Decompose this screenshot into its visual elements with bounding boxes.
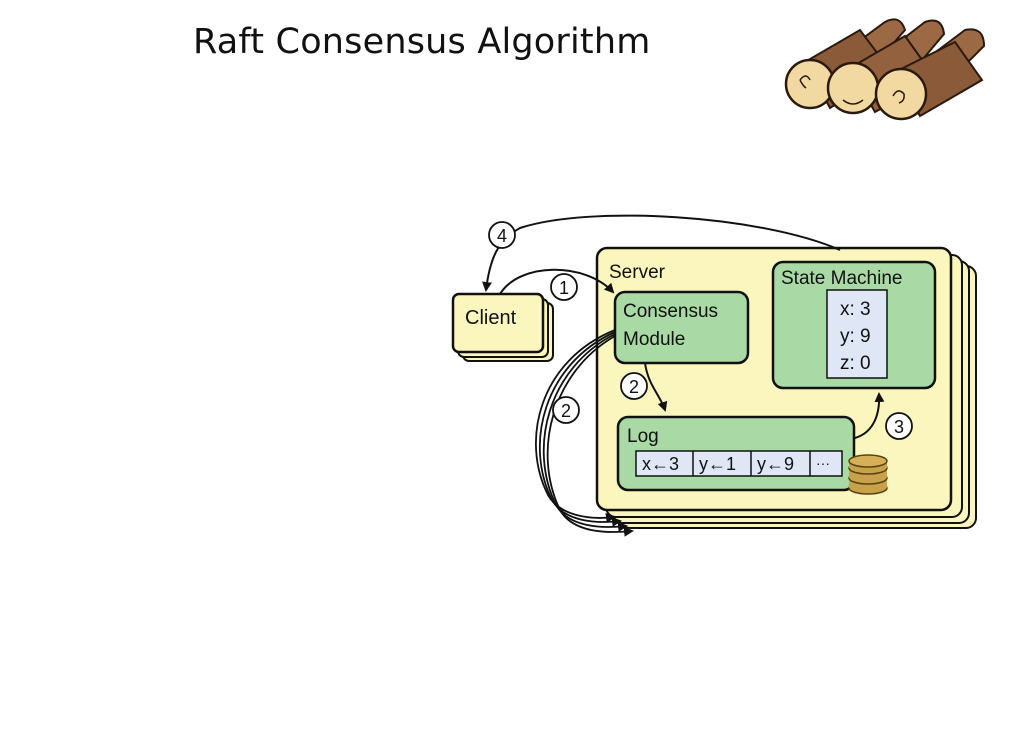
page-title: Raft Consensus Algorithm — [193, 22, 651, 62]
server-label: Server — [609, 262, 666, 283]
client-box: Client — [451, 292, 554, 362]
disk-stack-icon — [848, 454, 888, 495]
svg-text:1: 1 — [559, 278, 569, 298]
step-1-badge: 1 — [550, 273, 578, 301]
client-label: Client — [465, 307, 517, 329]
consensus-module: Consensus Module — [613, 290, 750, 365]
log-label: Log — [627, 426, 659, 447]
arrow-2-replicate — [535, 329, 634, 537]
step-4-badge: 4 — [488, 221, 516, 249]
state-value-x: x: 3 — [840, 299, 871, 320]
log-entry: ··· — [816, 455, 830, 471]
arrow-2-local — [644, 362, 668, 412]
step-2-badge-replicate: 2 — [552, 396, 580, 424]
consensus-label-line1: Consensus — [623, 301, 718, 322]
state-value-y: y: 9 — [840, 326, 871, 347]
state-machine: State Machine x: 3 y: 9 z: 0 — [771, 260, 937, 390]
arrow-1 — [499, 268, 615, 295]
svg-text:2: 2 — [629, 377, 639, 397]
step-3-badge: 3 — [885, 412, 913, 440]
consensus-label-line2: Module — [623, 329, 685, 350]
log-entry: x←3 — [642, 454, 679, 474]
log-bundle-icon — [784, 18, 986, 121]
state-value-z: z: 0 — [840, 353, 871, 374]
svg-text:2: 2 — [561, 401, 571, 421]
step-2-badge-local: 2 — [620, 372, 648, 400]
log-entry: y←1 — [699, 454, 736, 474]
log-entry: y←9 — [757, 454, 794, 474]
state-machine-label: State Machine — [781, 268, 902, 289]
svg-text:4: 4 — [497, 226, 507, 246]
svg-text:3: 3 — [894, 417, 904, 437]
log-box: Log x←3 y←1 y←9 ··· — [616, 415, 856, 492]
arrow-3 — [854, 392, 885, 439]
arrow-4 — [482, 214, 841, 292]
